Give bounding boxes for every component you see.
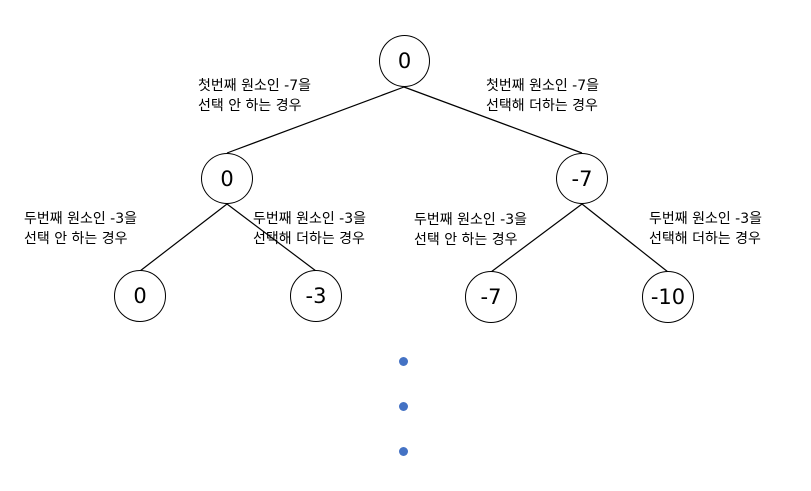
edge-label-line-2: 선택 안 하는 경우 [414,232,518,248]
edge-left-leftright [226,203,317,272]
edge-right-rightleft [490,203,583,273]
node-root: 0 [379,35,430,87]
node-right-right: -10 [642,271,694,323]
edge-left-leftleft [139,203,228,272]
edge-root-right [403,86,583,154]
edge-label-line-1: 두번째 원소인 -3을 [24,211,138,227]
edge-label-line-2: 선택 안 하는 경우 [24,231,128,247]
edge-label-root-right: 첫번째 원소인 -7을 선택해 더하는 경우 [486,76,599,116]
edge-label-line-2: 선택해 더하는 경우 [253,231,365,247]
ellipsis-dot-2 [399,402,408,411]
node-left: 0 [201,153,253,204]
edge-label-line-1: 첫번째 원소인 -7을 [198,78,312,94]
edge-right-rightright [581,203,669,273]
edge-label-right-right: 두번째 원소인 -3을 선택해 더하는 경우 [649,209,762,249]
edge-label-line-1: 첫번째 원소인 -7을 [486,78,600,94]
edge-root-left [226,86,405,154]
edge-label-left-right: 두번째 원소인 -3을 선택해 더하는 경우 [253,209,366,249]
edge-label-line-1: 두번째 원소인 -3을 [414,212,528,228]
node-left-left: 0 [114,270,166,322]
ellipsis-dot-3 [399,447,408,456]
edge-label-line-2: 선택 안 하는 경우 [198,98,302,114]
edge-label-line-2: 선택해 더하는 경우 [486,98,598,114]
edge-label-line-1: 두번째 원소인 -3을 [253,211,367,227]
node-left-right: -3 [290,270,342,322]
node-right-left: -7 [465,271,517,323]
ellipsis-dot-1 [399,357,408,366]
edge-label-left-left: 두번째 원소인 -3을 선택 안 하는 경우 [24,209,137,249]
edge-label-root-left: 첫번째 원소인 -7을 선택 안 하는 경우 [198,76,311,116]
edge-label-line-1: 두번째 원소인 -3을 [649,211,763,227]
node-right: -7 [556,153,608,204]
edge-label-line-2: 선택해 더하는 경우 [649,231,761,247]
edge-label-right-left: 두번째 원소인 -3을 선택 안 하는 경우 [414,210,527,250]
